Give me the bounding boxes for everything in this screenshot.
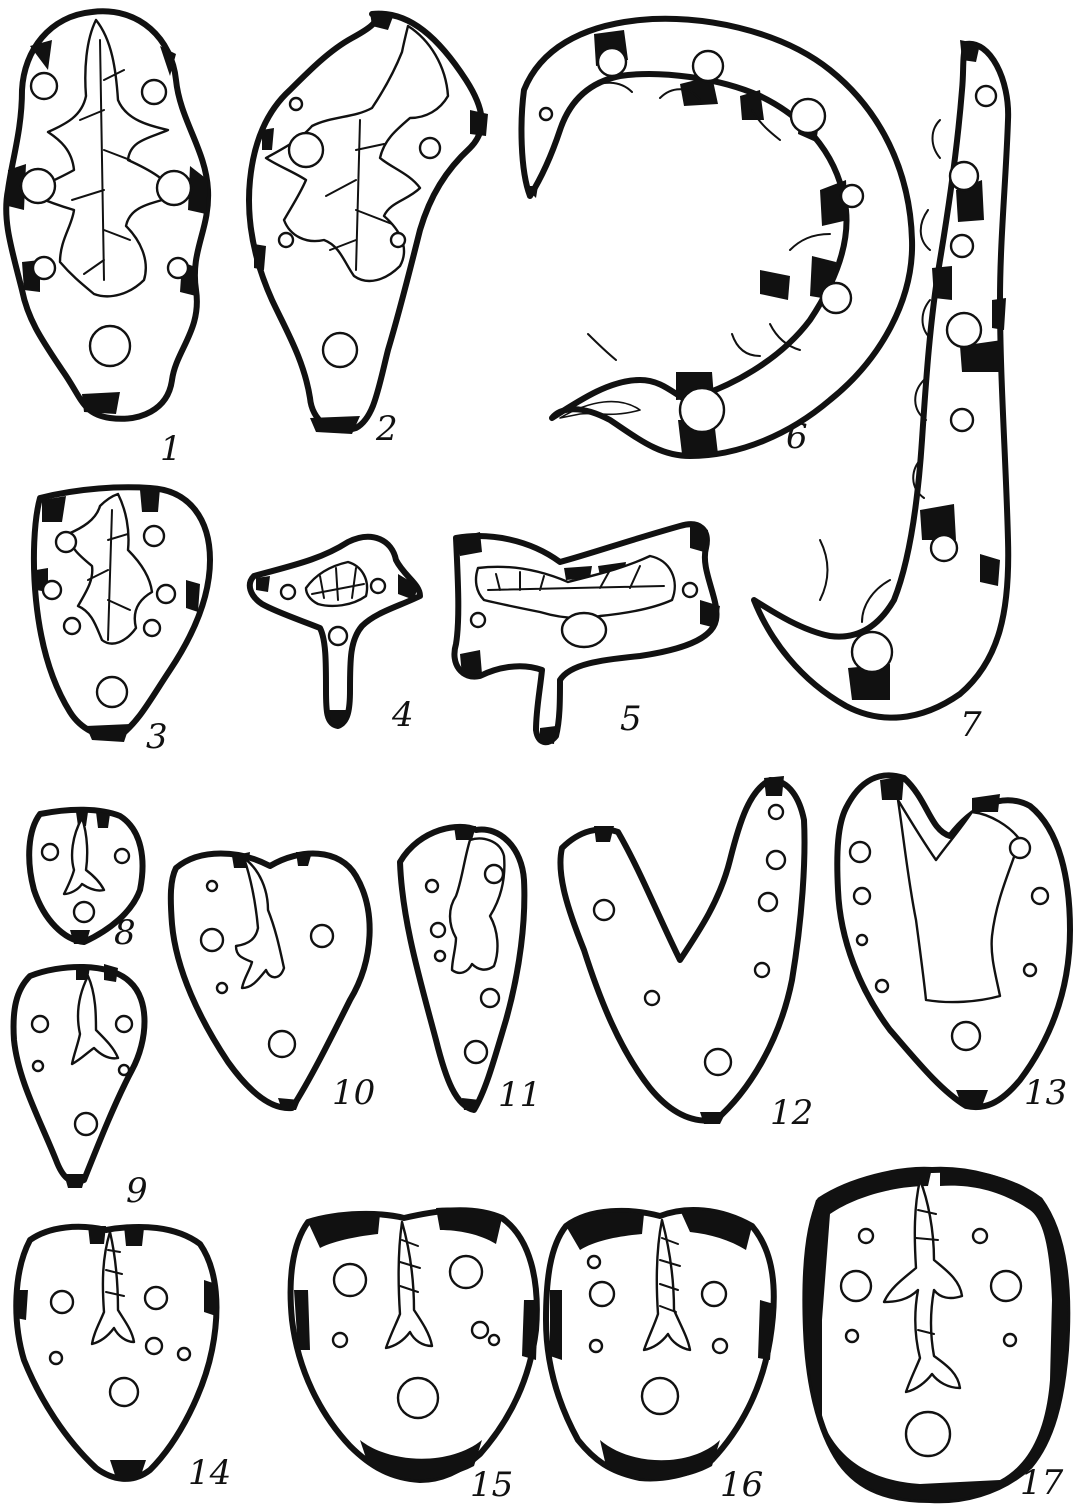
- figure-10: 10: [171, 852, 375, 1113]
- figure-label: 8: [114, 913, 136, 953]
- figure-5: 5: [454, 522, 720, 744]
- figure-4: 4: [250, 537, 420, 735]
- figure-label: 5: [620, 699, 642, 739]
- figure-3: 3: [34, 487, 210, 757]
- figure-15: 15: [291, 1207, 538, 1504]
- figure-8: 8: [29, 810, 142, 953]
- figure-1: 1: [6, 11, 208, 469]
- figure-label: 14: [188, 1453, 231, 1493]
- figure-2: 2: [249, 12, 488, 449]
- figure-13: 13: [837, 775, 1070, 1113]
- figure-label: 6: [786, 417, 808, 457]
- figure-17: 17: [805, 1168, 1067, 1503]
- figure-label: 3: [146, 717, 168, 757]
- figure-16: 16: [546, 1210, 774, 1504]
- figure-label: 15: [470, 1465, 513, 1504]
- figure-label: 4: [391, 695, 414, 735]
- figure-6: 6: [522, 19, 913, 457]
- figure-label: 11: [498, 1075, 541, 1115]
- figure-12: 12: [560, 776, 813, 1133]
- figure-label: 13: [1024, 1073, 1067, 1113]
- figure-label: 10: [332, 1073, 375, 1113]
- figure-label: 17: [1020, 1463, 1064, 1503]
- figure-label: 9: [126, 1171, 148, 1211]
- figure-14: 14: [16, 1226, 231, 1493]
- figure-label: 1: [160, 429, 182, 469]
- figure-label: 12: [770, 1093, 813, 1133]
- figure-label: 7: [960, 705, 982, 745]
- figure-label: 16: [720, 1465, 763, 1504]
- figure-label: 2: [375, 409, 398, 449]
- figure-11: 11: [400, 826, 541, 1115]
- figure-9: 9: [14, 964, 148, 1211]
